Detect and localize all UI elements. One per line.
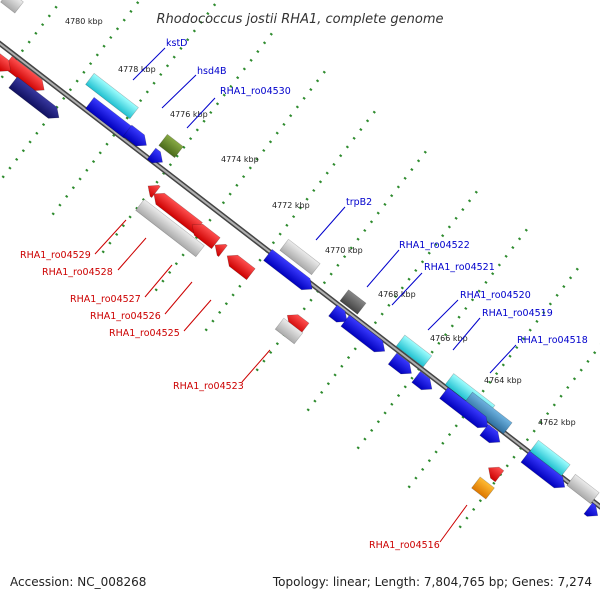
gene-olive[interactable]	[158, 133, 184, 159]
gene-label-ro04526[interactable]: RHA1_ro04526	[90, 311, 161, 322]
tick-label-4774: 4774 kbp	[221, 155, 259, 164]
gene-small-blue[interactable]	[122, 124, 151, 151]
gene-label-ro04518[interactable]: RHA1_ro04518	[517, 335, 588, 346]
gene-label-trpB2[interactable]: trpB2	[346, 197, 372, 208]
gene-red-left-2[interactable]	[0, 51, 15, 77]
gene-blue-small2[interactable]	[411, 370, 436, 394]
gene-blue-right[interactable]	[520, 450, 569, 493]
tick-label-4776: 4776 kbp	[170, 110, 208, 119]
kbp-ticks: 4780 kbp 4778 kbp 4776 kbp 4774 kbp 4772…	[65, 17, 576, 427]
gene-blue-edge[interactable]	[583, 502, 600, 521]
gene-navy-left[interactable]	[8, 76, 63, 124]
tick-label-4764: 4764 kbp	[484, 376, 522, 385]
gene-label-ro04529[interactable]: RHA1_ro04529	[20, 250, 91, 261]
tick-guide-line	[356, 226, 530, 450]
tick-guide-line	[101, 30, 275, 254]
gene-ro04530[interactable]	[146, 147, 167, 168]
gene-label-ro04520[interactable]: RHA1_ro04520	[460, 290, 531, 301]
tick-guide-lines	[0, 0, 600, 529]
gene-label-hsd4B[interactable]: hsd4B	[197, 66, 227, 77]
gene-top-left-grey[interactable]	[0, 0, 24, 14]
tick-label-4778: 4778 kbp	[118, 65, 156, 74]
gene-labels: kstD hsd4B RHA1_ro04530 trpB2 RHA1_ro045…	[20, 38, 588, 551]
gene-ro04522[interactable]	[339, 289, 367, 315]
gene-blue-long[interactable]	[439, 386, 493, 432]
tick-label-4772: 4772 kbp	[272, 201, 310, 210]
tick-guide-line	[154, 68, 328, 292]
accession-text: Accession: NC_008268	[10, 575, 146, 589]
tick-label-4768: 4768 kbp	[378, 290, 416, 299]
tick-label-4770: 4770 kbp	[325, 246, 363, 255]
tick-guide-line	[407, 265, 581, 489]
gene-label-ro04528[interactable]: RHA1_ro04528	[42, 267, 113, 278]
gene-ro04523[interactable]	[274, 317, 304, 345]
gene-label-ro04522[interactable]: RHA1_ro04522	[399, 240, 470, 251]
gene-label-ro04525[interactable]: RHA1_ro04525	[109, 328, 180, 339]
tick-guide-line	[51, 0, 220, 216]
tick-label-4762: 4762 kbp	[538, 418, 576, 427]
gene-blue-mid[interactable]	[263, 248, 317, 294]
gene-ro04516[interactable]	[471, 476, 495, 500]
gene-label-ro04516[interactable]: RHA1_ro04516	[369, 540, 440, 551]
gene-grey-right[interactable]	[566, 473, 600, 505]
gene-features	[0, 0, 600, 521]
gene-red-bottom[interactable]	[484, 462, 505, 483]
gene-label-kstD[interactable]: kstD	[166, 38, 188, 49]
gene-ro04519[interactable]	[387, 352, 416, 379]
gene-ro04521[interactable]	[340, 314, 389, 357]
tick-guide-line	[255, 148, 429, 372]
gene-ro04527[interactable]	[188, 219, 221, 250]
tick-label-4780: 4780 kbp	[65, 17, 103, 26]
tick-label-4766: 4766 kbp	[430, 334, 468, 343]
tick-guide-line	[204, 108, 378, 332]
gene-ro04529[interactable]	[150, 188, 203, 235]
tick-guide-line	[306, 188, 480, 412]
gene-label-ro04521[interactable]: RHA1_ro04521	[424, 262, 495, 273]
gene-ro04521-a[interactable]	[328, 304, 352, 327]
gene-blue-small3[interactable]	[479, 423, 504, 447]
gene-ro04518[interactable]	[463, 391, 513, 435]
gene-trpB2[interactable]	[279, 238, 321, 276]
gene-label-ro04527[interactable]: RHA1_ro04527	[70, 294, 141, 305]
gene-label-ro04530[interactable]: RHA1_ro04530	[220, 86, 291, 97]
gene-ro04520[interactable]	[395, 334, 433, 368]
gene-kstD[interactable]	[85, 72, 139, 120]
genome-summary-text: Topology: linear; Length: 7,804,765 bp; …	[272, 575, 592, 589]
gene-label-ro04519[interactable]: RHA1_ro04519	[482, 308, 553, 319]
label-leader-lines	[94, 47, 517, 543]
map-title: Rhodococcus jostii RHA1, complete genome	[157, 12, 444, 27]
gene-ro04526[interactable]	[211, 239, 228, 258]
gene-cyan-right[interactable]	[529, 439, 571, 477]
gene-red-tiny[interactable]	[144, 180, 161, 199]
gene-label-ro04523[interactable]: RHA1_ro04523	[173, 381, 244, 392]
gene-ro04525[interactable]	[223, 250, 256, 281]
gene-ro04528[interactable]	[135, 198, 205, 258]
